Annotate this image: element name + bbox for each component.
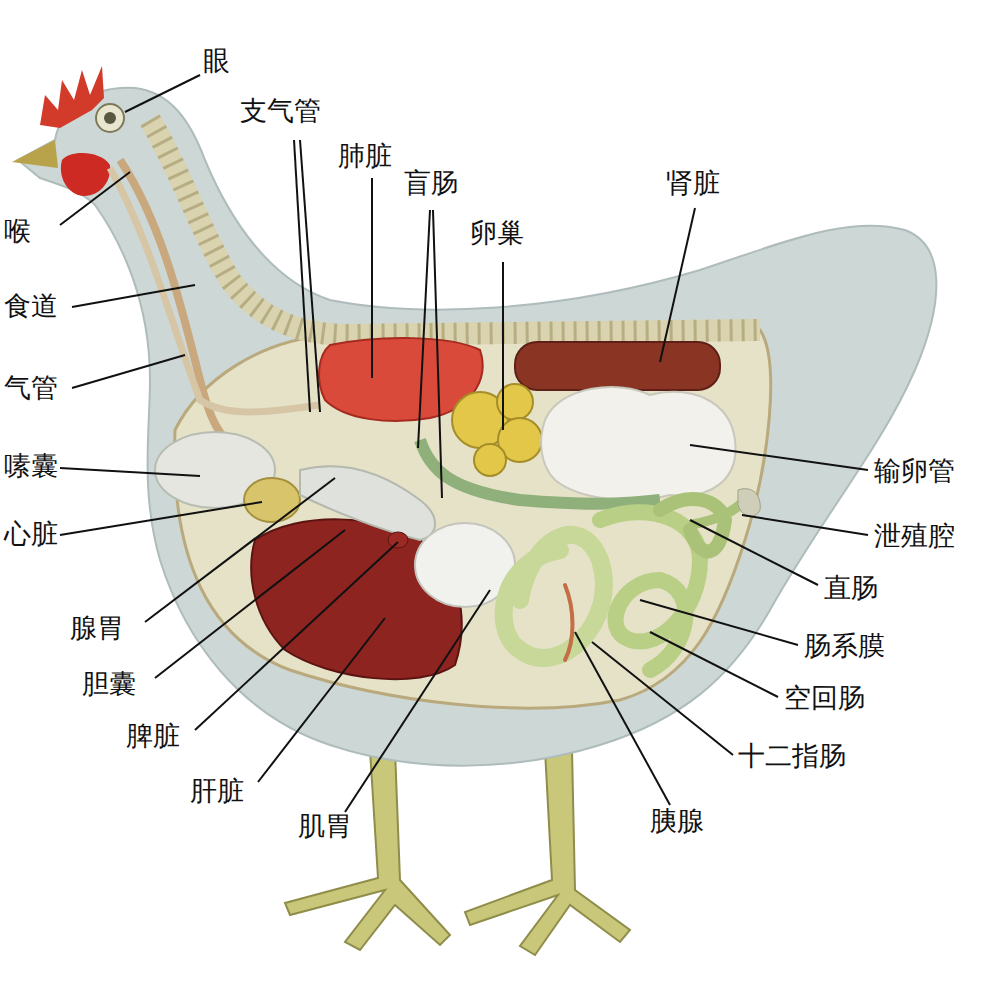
cavity	[175, 330, 771, 708]
part-label: 胆囊	[82, 668, 136, 699]
part-label: 心脏	[4, 518, 58, 549]
beak	[12, 140, 58, 168]
legs	[285, 750, 630, 955]
part-label: 嗉囊	[4, 450, 58, 481]
cloaca	[738, 489, 760, 517]
part-label: 腺胃	[70, 612, 124, 643]
oviduct	[541, 387, 735, 500]
wattle	[61, 153, 110, 196]
part-label: 支气管	[240, 95, 321, 126]
heart	[244, 478, 300, 522]
ovary	[452, 384, 542, 476]
part-label: 食道	[4, 290, 58, 321]
trachea	[110, 168, 320, 412]
part-label: 脾脏	[126, 720, 180, 751]
part-label: 泄殖腔	[874, 520, 955, 551]
pupil	[104, 112, 116, 124]
proventriculus	[300, 466, 435, 540]
part-label: 输卵管	[874, 455, 955, 486]
kidney	[515, 342, 720, 390]
part-label: 喉	[4, 215, 31, 246]
part-label: 眼	[203, 45, 230, 76]
spine	[150, 120, 760, 335]
part-label: 肾脏	[666, 167, 720, 198]
comb	[40, 66, 104, 128]
part-label: 卵巢	[470, 217, 524, 248]
leader-lines	[60, 75, 868, 812]
part-label: 气管	[4, 372, 58, 403]
spine-segments	[150, 120, 760, 335]
part-label: 胰腺	[650, 805, 704, 836]
part-label: 肺脏	[338, 140, 392, 171]
rectum	[690, 500, 745, 525]
part-label: 空回肠	[784, 682, 865, 713]
part-label: 肠系膜	[804, 630, 885, 661]
part-label: 肌胃	[298, 810, 352, 841]
part-label: 直肠	[824, 572, 878, 603]
part-label: 肝脏	[190, 775, 244, 806]
part-label: 十二指肠	[738, 740, 846, 771]
chicken-body	[18, 88, 936, 766]
spleen	[388, 532, 408, 548]
eye	[96, 104, 124, 132]
caeca	[420, 440, 660, 504]
part-label: 盲肠	[404, 167, 458, 198]
